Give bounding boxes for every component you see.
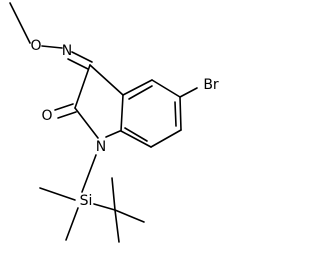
bond-aromatic-inner-2 [174, 101, 177, 127]
bond-silicon-methyl-2 [65, 207, 79, 241]
bond-carbonyl-double-1 [54, 103, 74, 111]
atom-nitrogen-oxime: N [62, 43, 72, 59]
bond-n1-c7a [105, 130, 121, 138]
atom-nitrogen-ring: N [96, 139, 106, 155]
atom-oxygen-carbonyl: O [41, 108, 52, 124]
bond-oxime-double-1 [67, 58, 89, 70]
bond-c3-c3a [89, 64, 124, 96]
bond-aromatic-inner-1 [128, 85, 153, 100]
bond-oxime-double-2 [71, 51, 93, 63]
bond-tertbutyl-methyl-2 [114, 209, 145, 223]
bond-oxygen-nitrogen-oxime [41, 45, 63, 49]
atom-bromine: Br [203, 77, 219, 93]
bond-c6-c7 [150, 129, 182, 148]
bond-c2-n1 [74, 107, 99, 139]
bond-c5-c6 [179, 96, 182, 131]
bond-carbonyl-double-2 [57, 111, 77, 119]
bond-c7a-c3a [120, 94, 124, 132]
bond-c4-c5 [151, 79, 181, 98]
bond-tertbutyl-methyl-1 [111, 177, 116, 211]
atom-labels: O N O N Br Si [30, 38, 218, 209]
bond-silicon-methyl-1 [39, 187, 76, 201]
bond-c3a-c4 [122, 79, 153, 96]
bond-c3-c2 [74, 64, 91, 109]
atom-silicon: Si [80, 193, 93, 209]
bond-silicon-tertbutyl [93, 203, 116, 211]
atom-oxygen-oxime: O [30, 38, 41, 54]
molecule-diagram: O N O N Br Si [9, 2, 219, 243]
bonds [9, 2, 198, 243]
bond-c5-bromine [179, 87, 198, 98]
bond-nitrogen-silicon [81, 154, 97, 193]
bond-aromatic-inner-3 [124, 127, 148, 142]
bond-tertbutyl-methyl-3 [114, 209, 120, 243]
bond-c7-c7a [120, 130, 152, 148]
bond-methyl-oxygen [9, 2, 31, 44]
